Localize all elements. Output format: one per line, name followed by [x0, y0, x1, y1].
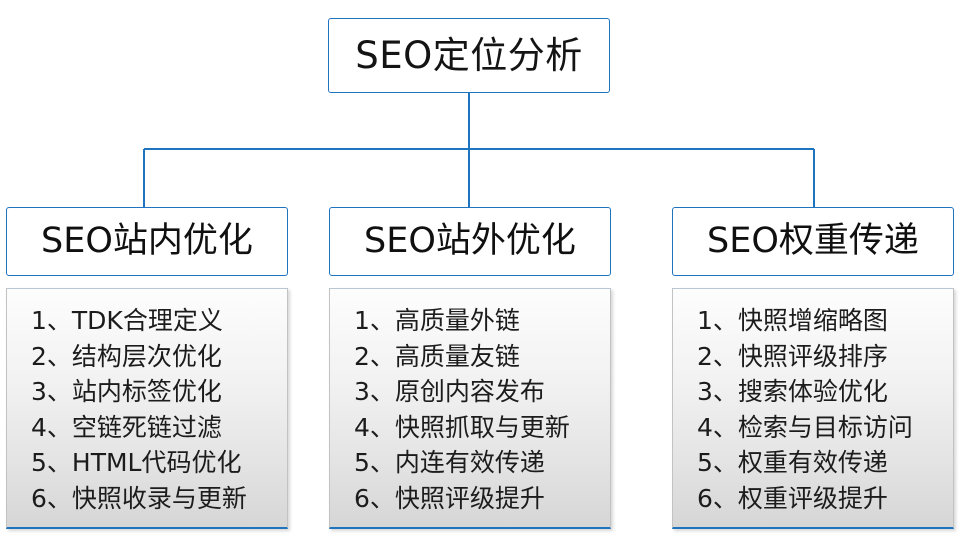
- list-item-index: 2、: [354, 341, 395, 371]
- list-item: 2、快照评级排序: [697, 339, 953, 375]
- branch-header-1[interactable]: SEO站内优化: [6, 207, 288, 276]
- list-item-label: 高质量友链: [394, 341, 520, 371]
- list-item: 1、高质量外链: [354, 303, 610, 339]
- branch-column-2: SEO站外优化 1、高质量外链 2、高质量友链 3、原创内容发布 4、快照抓取与…: [329, 207, 611, 529]
- list-item-index: 5、: [697, 448, 738, 477]
- root-node-title: SEO定位分析: [355, 34, 583, 77]
- list-item-index: 1、: [31, 306, 72, 335]
- list-item: 2、高质量友链: [354, 339, 610, 375]
- branch-body-1: 1、TDK合理定义 2、结构层次优化 3、站内标签优化 4、空链死链过滤 5、H…: [6, 288, 288, 529]
- list-item-index: 3、: [354, 377, 395, 406]
- list-item-label: 权重评级提升: [737, 483, 888, 513]
- branch-body-2: 1、高质量外链 2、高质量友链 3、原创内容发布 4、快照抓取与更新 5、内连有…: [329, 288, 611, 529]
- list-item-label: 高质量外链: [394, 306, 520, 335]
- list-item-index: 4、: [31, 412, 72, 442]
- list-item: 4、检索与目标访问: [697, 410, 953, 446]
- branch-header-2[interactable]: SEO站外优化: [329, 207, 611, 276]
- list-item: 4、空链死链过滤: [31, 410, 287, 446]
- list-item-index: 5、: [31, 448, 72, 477]
- branch-header-3[interactable]: SEO权重传递: [672, 207, 954, 276]
- list-item-index: 1、: [697, 306, 738, 335]
- list-item: 3、站内标签优化: [31, 374, 287, 410]
- list-item: 6、快照评级提升: [354, 481, 610, 517]
- list-item: 3、原创内容发布: [354, 374, 610, 410]
- list-item-label: 快照增缩略图: [737, 306, 888, 335]
- branch-2-item-list: 1、高质量外链 2、高质量友链 3、原创内容发布 4、快照抓取与更新 5、内连有…: [330, 303, 610, 516]
- list-item-label: 快照评级提升: [394, 483, 545, 513]
- list-item-index: 3、: [697, 377, 738, 406]
- list-item-index: 5、: [354, 448, 395, 477]
- list-item-index: 3、: [31, 377, 72, 406]
- branch-1-item-list: 1、TDK合理定义 2、结构层次优化 3、站内标签优化 4、空链死链过滤 5、H…: [7, 303, 287, 516]
- list-item: 5、HTML代码优化: [31, 445, 287, 481]
- list-item-label: 快照抓取与更新: [394, 412, 570, 442]
- list-item-label: HTML代码优化: [71, 448, 242, 477]
- branch-header-1-title: SEO站内优化: [41, 221, 253, 261]
- list-item: 2、结构层次优化: [31, 339, 287, 375]
- list-item: 1、快照增缩略图: [697, 303, 953, 339]
- list-item-label: 搜索体验优化: [737, 377, 888, 406]
- list-item: 5、内连有效传递: [354, 445, 610, 481]
- list-item-label: 快照收录与更新: [71, 483, 247, 513]
- list-item-label: 权重有效传递: [737, 448, 888, 477]
- list-item-label: 内连有效传递: [394, 448, 545, 477]
- list-item: 4、快照抓取与更新: [354, 410, 610, 446]
- branch-header-2-title: SEO站外优化: [364, 221, 576, 261]
- list-item-index: 6、: [31, 483, 72, 513]
- branch-header-3-title: SEO权重传递: [707, 221, 919, 261]
- list-item-index: 4、: [697, 412, 738, 442]
- list-item: 3、搜索体验优化: [697, 374, 953, 410]
- list-item-index: 4、: [354, 412, 395, 442]
- list-item-label: 检索与目标访问: [737, 412, 913, 442]
- branch-body-3: 1、快照增缩略图 2、快照评级排序 3、搜索体验优化 4、检索与目标访问 5、权…: [672, 288, 954, 529]
- list-item-label: 结构层次优化: [71, 341, 222, 371]
- list-item-label: 站内标签优化: [71, 377, 222, 406]
- list-item-label: 快照评级排序: [737, 341, 888, 371]
- list-item-index: 6、: [697, 483, 738, 513]
- list-item-label: 空链死链过滤: [71, 412, 222, 442]
- list-item: 1、TDK合理定义: [31, 303, 287, 339]
- list-item-index: 1、: [354, 306, 395, 335]
- list-item-index: 2、: [31, 341, 72, 371]
- list-item: 6、权重评级提升: [697, 481, 953, 517]
- root-node[interactable]: SEO定位分析: [328, 18, 610, 93]
- branch-3-item-list: 1、快照增缩略图 2、快照评级排序 3、搜索体验优化 4、检索与目标访问 5、权…: [673, 303, 953, 516]
- list-item-label: TDK合理定义: [71, 306, 223, 335]
- branch-column-1: SEO站内优化 1、TDK合理定义 2、结构层次优化 3、站内标签优化 4、空链…: [6, 207, 288, 529]
- branch-column-3: SEO权重传递 1、快照增缩略图 2、快照评级排序 3、搜索体验优化 4、检索与…: [672, 207, 954, 529]
- list-item: 5、权重有效传递: [697, 445, 953, 481]
- list-item-index: 2、: [697, 341, 738, 371]
- list-item-label: 原创内容发布: [394, 377, 545, 406]
- list-item: 6、快照收录与更新: [31, 481, 287, 517]
- list-item-index: 6、: [354, 483, 395, 513]
